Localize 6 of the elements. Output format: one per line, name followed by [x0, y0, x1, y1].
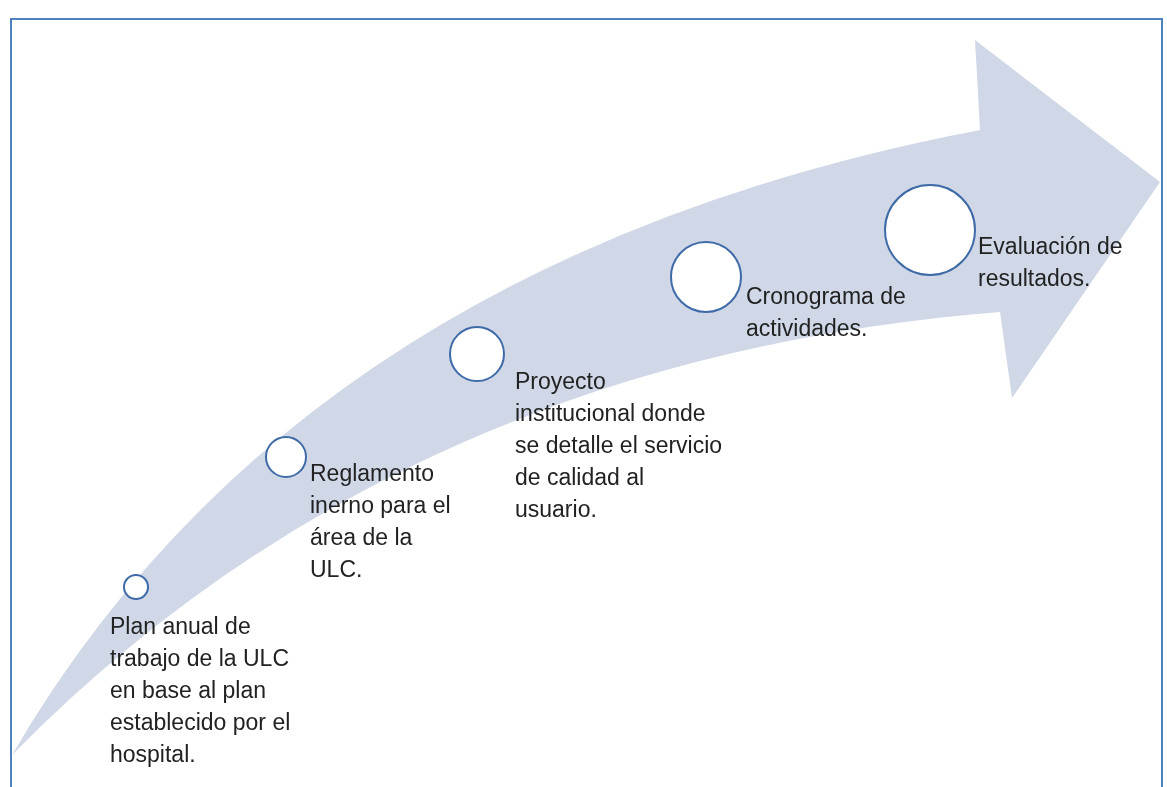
step-description: Reglamento inerno para el área de la ULC. [310, 459, 452, 584]
step-circle [123, 574, 149, 600]
step-description: Evaluación de resultados. [978, 232, 1124, 293]
step-description: Plan anual de trabajo de la ULC en base al plan establecido por el hospital. [110, 612, 292, 769]
step-description: Cronograma de actividades. [746, 282, 906, 343]
step-description: Proyecto institucional donde se detalle el servicio de calidad al usuario. [515, 367, 724, 524]
